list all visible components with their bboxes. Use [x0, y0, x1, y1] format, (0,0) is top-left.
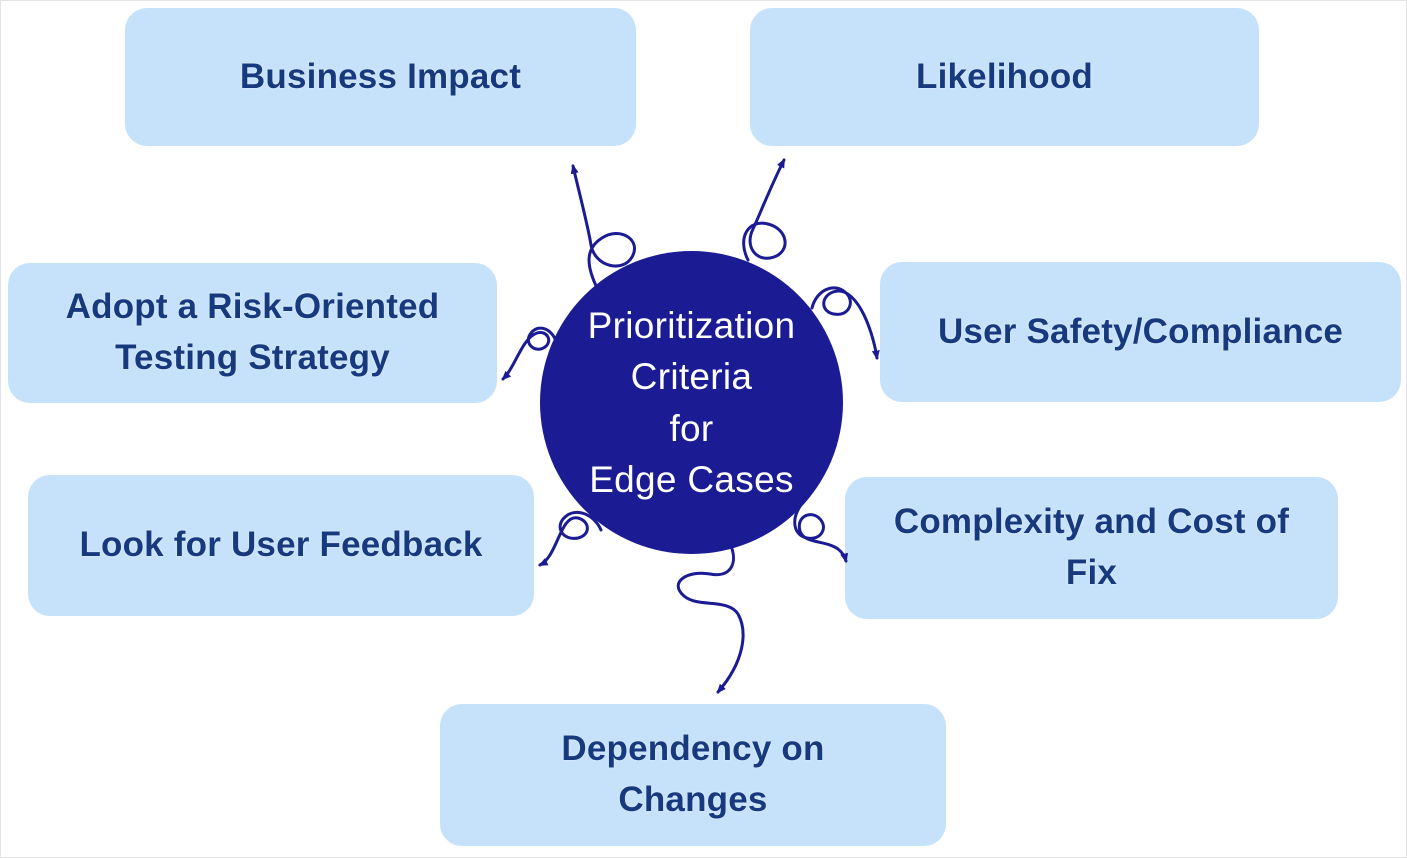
node-label: Dependency on Changes: [561, 729, 825, 819]
center-circle: Prioritization Criteria for Edge Cases: [540, 251, 843, 554]
node-label: Look for User Feedback: [79, 525, 483, 565]
node-label: Adopt a Risk-Oriented Testing Strategy: [65, 287, 440, 377]
arrow-to-user-feedback: [538, 511, 603, 567]
node-likelihood: Likelihood: [750, 8, 1259, 146]
node-complexity-cost-of-fix: Complexity and Cost of Fix: [845, 477, 1338, 619]
node-label: User Safety/Compliance: [937, 311, 1344, 351]
node-label: Business Impact: [239, 56, 522, 96]
node-label: Complexity and Cost of Fix: [893, 502, 1290, 592]
center-title-line: for: [669, 407, 714, 449]
node-user-feedback: Look for User Feedback: [28, 475, 534, 616]
arrow-to-dependency-on-changes: [676, 544, 745, 694]
node-risk-oriented-strategy: Adopt a Risk-Oriented Testing Strategy: [8, 263, 497, 403]
center-title-line: Edge Cases: [589, 458, 794, 500]
node-dependency-on-changes: Dependency on Changes: [440, 704, 946, 846]
node-business-impact: Business Impact: [125, 8, 636, 146]
arrow-to-complexity-cost-of-fix: [793, 503, 849, 563]
node-label: Likelihood: [916, 56, 1093, 96]
node-user-safety-compliance: User Safety/Compliance: [880, 262, 1401, 402]
center-title-line: Prioritization: [587, 305, 796, 347]
center-title-line: Criteria: [630, 356, 753, 398]
arrow-to-likelihood: [742, 158, 787, 262]
